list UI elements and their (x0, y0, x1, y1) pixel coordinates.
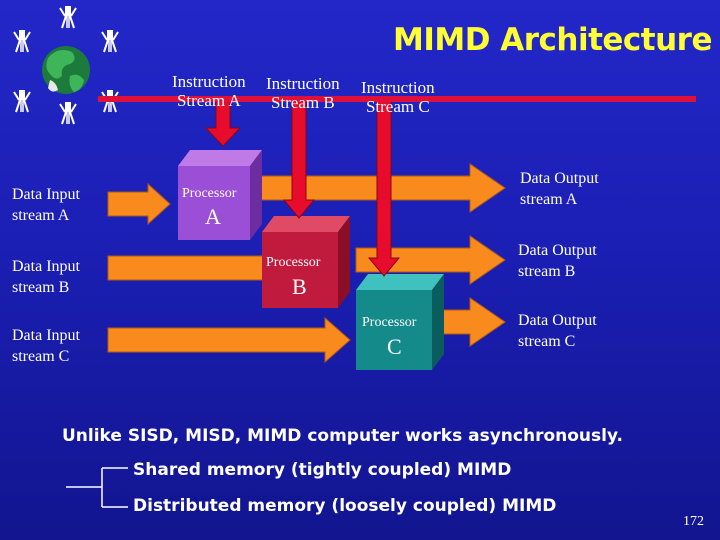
slide-title: MIMD Architecture (392, 22, 713, 58)
data-input-stream-a-label: Data Input stream A (12, 186, 80, 224)
output-arrow-c (433, 297, 506, 347)
processor-a-box (178, 150, 262, 240)
instruction-arrow-c (367, 99, 401, 277)
data-output-stream-b-label: Data Output stream B (518, 242, 597, 280)
data-output-stream-a-label: Data Output stream A (520, 170, 599, 208)
data-input-stream-b-label: Data Input stream B (12, 258, 80, 296)
output-arrow-b (355, 235, 506, 285)
async-note: Unlike SISD, MISD, MIMD computer works a… (62, 426, 623, 446)
input-arrow-a (107, 182, 171, 226)
shared-memory-note: Shared memory (tightly coupled) MIMD (133, 460, 512, 480)
data-output-stream-c-label: Data Output stream C (518, 312, 597, 350)
processor-b-box (262, 216, 350, 308)
processor-c-label: Processor (362, 315, 417, 330)
processor-c-box (356, 274, 444, 370)
processor-b-letter: B (292, 274, 307, 299)
processor-b-label: Processor (266, 255, 321, 270)
processor-a-letter: A (205, 204, 221, 229)
memory-bracket (66, 467, 128, 508)
instruction-stream-c-label: Instruction Stream C (361, 78, 435, 116)
processor-a-label: Processor (182, 186, 237, 201)
page-number: 172 (683, 514, 704, 529)
instruction-stream-b-label: Instruction Stream B (266, 74, 340, 112)
data-input-stream-c-label: Data Input stream C (12, 327, 80, 365)
distributed-memory-note: Distributed memory (loosely coupled) MIM… (133, 496, 557, 516)
instruction-stream-a-label: Instruction Stream A (172, 72, 246, 110)
input-arrow-c (107, 316, 351, 364)
instruction-arrow-b (282, 99, 316, 219)
processor-c-letter: C (387, 334, 402, 359)
instruction-arrow-a (204, 99, 242, 147)
globe-network-logo-icon (13, 5, 119, 125)
